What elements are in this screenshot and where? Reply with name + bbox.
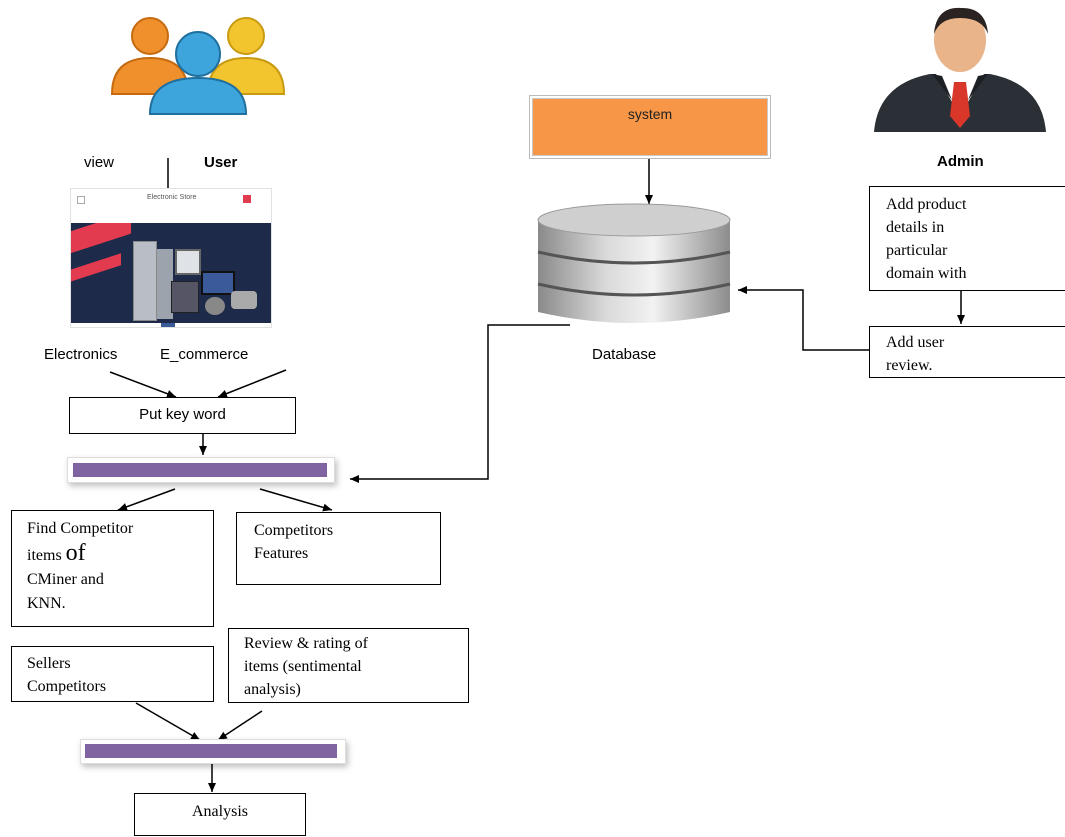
review-rating-line-1: Review & rating of xyxy=(244,635,368,652)
sellers-competitors-box: Sellers Competitors xyxy=(11,646,214,702)
arrow-ecommerce-to-keyword xyxy=(217,369,287,398)
arrow-review-to-database xyxy=(738,286,869,351)
put-keyword-label: Put key word xyxy=(139,406,226,423)
add-product-box: Add product details in particular domain… xyxy=(869,186,1065,291)
analysis-label: Analysis xyxy=(192,803,248,820)
review-rating-line-2: items (sentimental xyxy=(244,658,362,675)
database-icon xyxy=(537,203,731,323)
find-competitor-line-4: KNN. xyxy=(27,595,66,612)
process-bar-2-fill xyxy=(85,744,337,758)
review-rating-line-3: analysis) xyxy=(244,681,301,698)
find-competitor-line-2: items xyxy=(27,547,62,564)
add-review-line-1: Add user xyxy=(886,334,945,351)
arrow-database-to-bar xyxy=(350,324,570,483)
user-group-icon xyxy=(110,17,286,115)
arrow-review-to-bar xyxy=(217,710,263,741)
add-product-line-2: details in xyxy=(886,219,945,236)
add-review-text: Add user review. xyxy=(886,331,944,377)
find-competitor-line-3: CMiner and xyxy=(27,571,104,588)
user-label: User xyxy=(204,154,238,171)
add-product-line-4: domain with xyxy=(886,265,967,282)
electronics-label: Electronics xyxy=(44,346,118,363)
sellers-competitors-line-2: Competitors xyxy=(27,678,107,695)
sellers-competitors-line-1: Sellers xyxy=(27,655,71,672)
find-competitor-line-1: Find Competitor xyxy=(27,520,134,537)
competitor-features-text: Competitors Features xyxy=(254,519,333,565)
add-review-line-2: review. xyxy=(886,357,933,374)
view-label: view xyxy=(84,154,115,171)
system-box: system xyxy=(532,98,768,156)
find-competitor-of: of xyxy=(65,540,86,566)
store-banner-image xyxy=(71,223,271,323)
analysis-box: Analysis xyxy=(134,793,306,836)
process-bar-1 xyxy=(67,457,335,483)
put-keyword-box: Put key word xyxy=(69,397,296,434)
arrow-electronics-to-keyword xyxy=(109,371,177,398)
competitor-features-line-1: Competitors xyxy=(254,522,334,539)
find-competitor-text: Find Competitor items of CMiner and KNN. xyxy=(27,517,133,616)
ecommerce-label: E_commerce xyxy=(160,346,249,363)
add-product-line-3: particular xyxy=(886,242,948,259)
store-menu-icon xyxy=(77,196,85,204)
system-label: system xyxy=(627,106,673,122)
arrow-bar-to-features xyxy=(259,488,333,512)
arrow-bar-to-find xyxy=(117,488,176,511)
competitor-features-line-2: Features xyxy=(254,545,309,562)
process-bar-2 xyxy=(80,739,346,764)
competitor-features-box: Competitors Features xyxy=(236,512,441,585)
review-rating-text: Review & rating of items (sentimental an… xyxy=(244,632,368,701)
electronic-store-screenshot: Electronic Store xyxy=(70,188,272,328)
store-cart-icon xyxy=(243,195,251,203)
admin-icon xyxy=(874,7,1046,132)
add-review-box: Add user review. xyxy=(869,326,1065,378)
arrow-sellers-to-bar xyxy=(135,702,201,741)
process-bar-1-fill xyxy=(73,463,327,477)
admin-label: Admin xyxy=(937,153,984,170)
sellers-competitors-text: Sellers Competitors xyxy=(27,652,106,698)
find-competitor-box: Find Competitor items of CMiner and KNN. xyxy=(11,510,214,627)
add-product-text: Add product details in particular domain… xyxy=(886,193,966,285)
store-title: Electronic Store xyxy=(147,194,197,201)
review-rating-box: Review & rating of items (sentimental an… xyxy=(228,628,469,703)
add-product-line-1: Add product xyxy=(886,196,967,213)
database-label: Database xyxy=(592,346,657,363)
